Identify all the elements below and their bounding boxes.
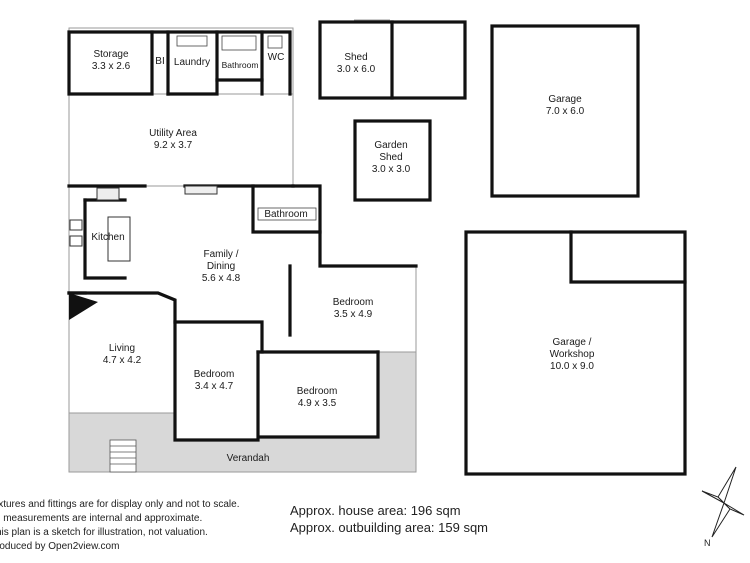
room-garden-shed: Garden Shed 3.0 x 3.0	[372, 140, 410, 176]
room-dimensions: 4.7 x 4.2	[102, 355, 142, 366]
room-dimensions: 7.0 x 6.0	[545, 106, 585, 117]
room-dimensions: 10.0 x 9.0	[550, 361, 594, 372]
room-dimensions: 3.5 x 4.9	[333, 309, 373, 320]
room-dimensions: 9.2 x 3.7	[153, 140, 193, 151]
room-name: Bedroom	[193, 369, 235, 380]
room-bedroom-2: Bedroom 3.4 x 4.7	[194, 369, 235, 393]
outbuilding-area: Approx. outbuilding area: 159 sqm	[290, 520, 489, 535]
room-dimensions: 4.9 x 3.5	[297, 398, 337, 409]
room-bathroom-top: Bathroom	[222, 59, 259, 71]
room-family-dining: Family / Dining 5.6 x 4.8	[202, 249, 240, 285]
room-name: Utility Area	[149, 128, 197, 139]
room-name: Garden	[374, 140, 408, 151]
room-name: Garage /	[552, 337, 592, 348]
room-dimensions: 3.4 x 4.7	[194, 381, 234, 392]
compass-label: N	[704, 538, 711, 547]
room-laundry: Laundry	[174, 57, 210, 69]
area-summary: Approx. house area: 196 sqm Approx. outb…	[290, 502, 488, 536]
room-bedroom-3: Bedroom 4.9 x 3.5	[297, 386, 338, 410]
room-bi: BI	[155, 56, 164, 68]
room-dimensions: 3.3 x 2.6	[91, 61, 131, 72]
room-wc: WC	[268, 52, 285, 64]
room-verandah: Verandah	[227, 453, 270, 465]
room-name: Laundry	[173, 57, 211, 68]
disclaimer-line: roduced by Open2view.com	[0, 541, 120, 552]
room-name: Living	[108, 343, 136, 354]
room-garage-workshop: Garage / Workshop 10.0 x 9.0	[550, 337, 595, 373]
kitchen-fixtures	[69, 185, 218, 262]
room-dimensions: 5.6 x 4.8	[201, 273, 241, 284]
wet-area-fixtures	[176, 35, 317, 221]
room-utility-area: Utility Area 9.2 x 3.7	[149, 128, 197, 152]
room-name: Garage	[548, 94, 582, 105]
room-name-line2: Shed	[379, 152, 403, 163]
disclaimer: ixtures and fittings are for display onl…	[0, 498, 239, 554]
outbuildings	[318, 20, 687, 476]
room-name: Bedroom	[296, 386, 338, 397]
disclaimer-line: his plan is a sketch for illustration, n…	[0, 527, 208, 538]
room-garage: Garage 7.0 x 6.0	[546, 94, 584, 118]
room-bedroom-1: Bedroom 3.5 x 4.9	[333, 297, 374, 321]
house-area: Approx. house area: 196 sqm	[290, 503, 461, 518]
disclaimer-line: ll measurements are internal and approxi…	[0, 513, 203, 524]
room-name-line2: Dining	[206, 261, 236, 272]
room-name: Kitchen	[91, 232, 125, 243]
room-name: Bedroom	[332, 297, 374, 308]
room-storage: Storage 3.3 x 2.6	[92, 49, 130, 73]
room-dimensions: 3.0 x 3.0	[371, 164, 411, 175]
north-arrow-icon: N	[701, 466, 745, 547]
room-name: Family /	[203, 249, 239, 260]
room-shed: Shed 3.0 x 6.0	[337, 52, 375, 76]
room-name: Storage	[93, 49, 129, 60]
room-name: Verandah	[226, 453, 270, 464]
room-name: Bathroom	[221, 60, 259, 70]
room-name: WC	[267, 52, 285, 63]
room-name: Bathroom	[264, 209, 308, 220]
room-dimensions: 3.0 x 6.0	[336, 64, 376, 75]
room-name-line2: Workshop	[549, 349, 595, 360]
room-bathroom-mid: Bathroom	[264, 209, 307, 221]
fireplace	[69, 293, 98, 320]
room-name: Shed	[344, 52, 368, 63]
disclaimer-line: ixtures and fittings are for display onl…	[0, 499, 240, 510]
verandah-steps	[109, 439, 137, 473]
room-kitchen: Kitchen	[91, 232, 124, 244]
room-living: Living 4.7 x 4.2	[103, 343, 141, 367]
room-name: BI	[155, 56, 165, 67]
